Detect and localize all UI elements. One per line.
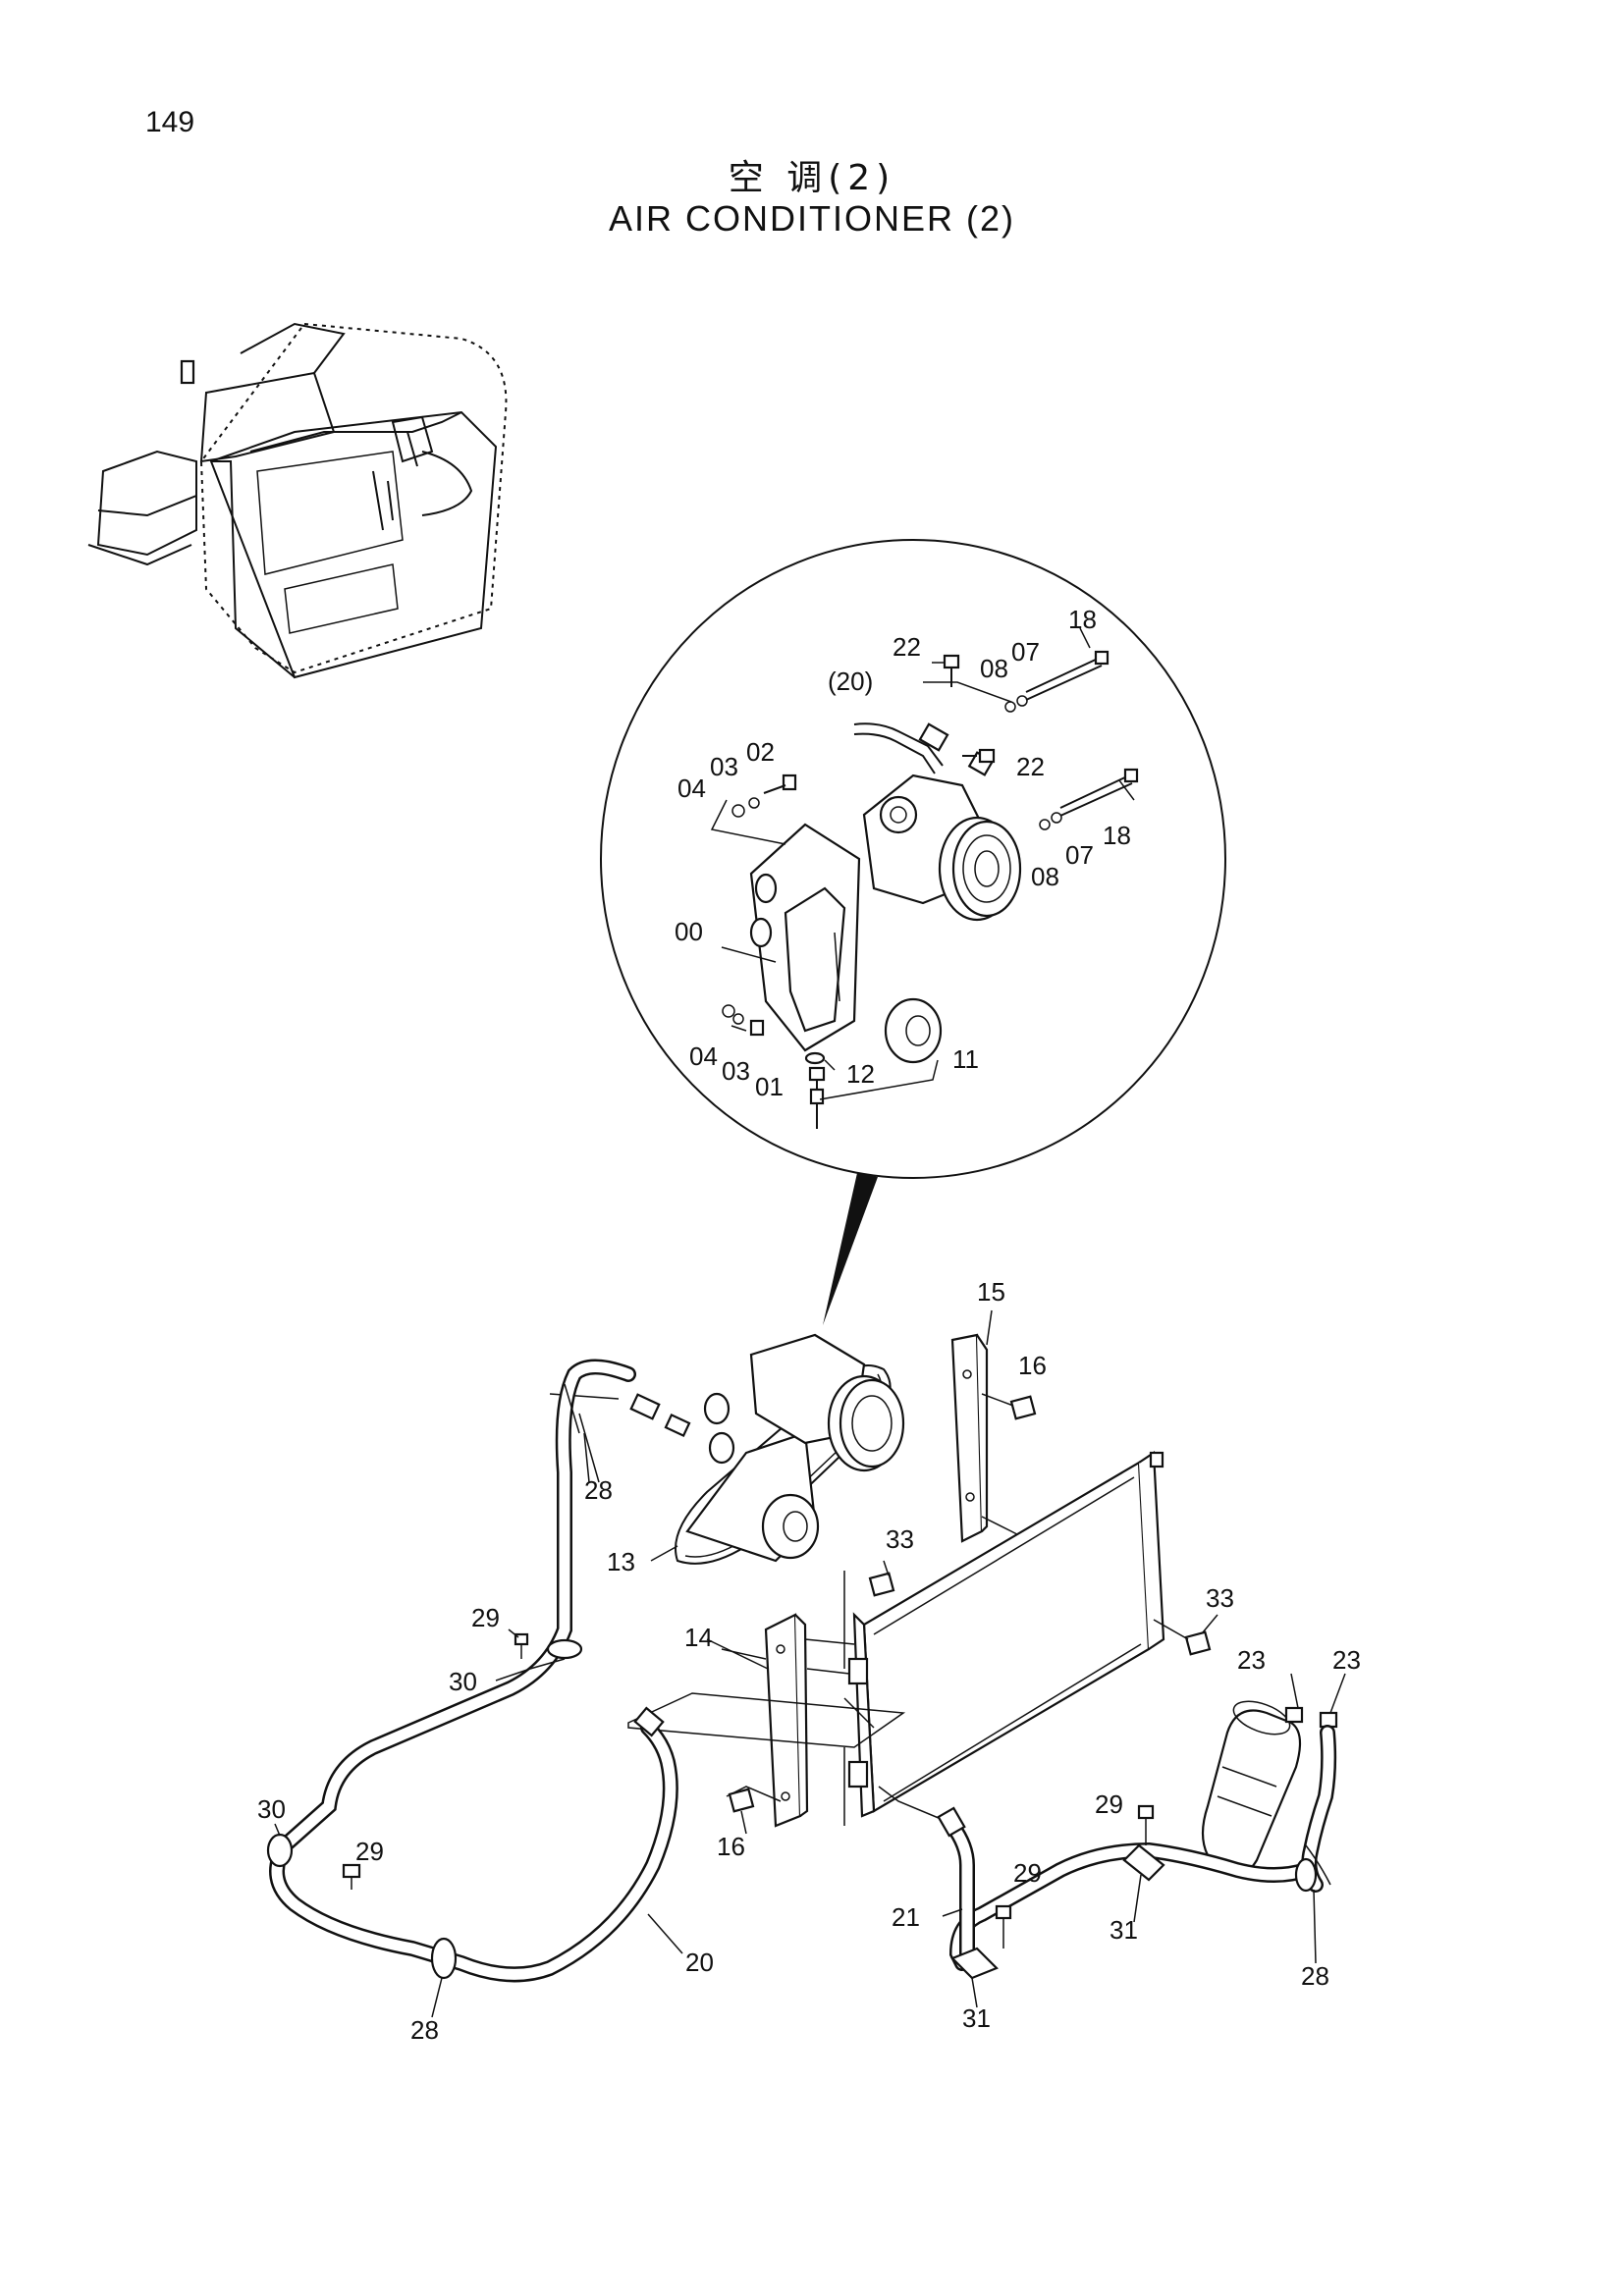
- title-english: AIR CONDITIONER (2): [608, 198, 1015, 239]
- bracket-15: [950, 1333, 1145, 1601]
- callout-29: 29: [355, 1837, 384, 1866]
- callout-20-ref: (20): [828, 667, 873, 696]
- callout-02: 02: [746, 737, 775, 767]
- compressor-belt-assembly: [549, 1333, 905, 1565]
- callout-21: 21: [892, 1902, 920, 1932]
- excavator-overview-illustration: [87, 322, 508, 679]
- callout-04: 04: [689, 1041, 718, 1071]
- callout-22: 22: [1016, 752, 1045, 781]
- condenser: [843, 1451, 1212, 1826]
- callout-12: 12: [846, 1059, 875, 1089]
- callout-08: 08: [1031, 862, 1059, 891]
- callout-31: 31: [1110, 1915, 1138, 1945]
- callout-03: 03: [722, 1056, 750, 1086]
- callout-00: 00: [675, 917, 703, 946]
- callout-07: 07: [1011, 637, 1040, 667]
- callout-28: 28: [1301, 1961, 1329, 1991]
- callout-13: 13: [607, 1547, 635, 1576]
- callout-29: 29: [471, 1603, 500, 1632]
- callout-33: 33: [886, 1524, 914, 1554]
- callout-23: 23: [1332, 1645, 1361, 1675]
- title-chinese: 空 调(2): [728, 158, 896, 198]
- callout-30: 30: [449, 1667, 477, 1696]
- page-number: 149: [145, 106, 195, 138]
- callout-11: 11: [952, 1044, 979, 1074]
- callout-29: 29: [1013, 1858, 1042, 1888]
- callout-14: 14: [684, 1623, 713, 1652]
- callout-18: 18: [1103, 821, 1131, 850]
- callout-22: 22: [893, 632, 921, 662]
- callout-03: 03: [710, 752, 738, 781]
- callout-23: 23: [1237, 1645, 1266, 1675]
- callout-30: 30: [257, 1794, 286, 1824]
- callout-labels: 18 22 08 07 (20) 02 03 04 22 18 07 08 00…: [257, 605, 1361, 2045]
- hose-20: [266, 1359, 678, 1983]
- callout-15: 15: [977, 1277, 1005, 1307]
- callout-28: 28: [410, 2015, 439, 2045]
- callout-31: 31: [962, 2003, 991, 2033]
- callout-29: 29: [1095, 1789, 1123, 1819]
- receiver-drier-and-hose-21: [937, 1700, 1338, 1980]
- callout-01: 01: [755, 1072, 784, 1101]
- callout-07: 07: [1065, 840, 1094, 870]
- callout-08: 08: [980, 654, 1008, 683]
- callout-16: 16: [717, 1832, 745, 1861]
- compressor-detail-view: [600, 539, 1226, 1325]
- callout-04: 04: [677, 774, 706, 803]
- bracket-14: [627, 1613, 958, 1828]
- callout-33: 33: [1206, 1583, 1234, 1613]
- leader-lines: [274, 1309, 1346, 2018]
- callout-16: 16: [1018, 1351, 1047, 1380]
- callout-18: 18: [1068, 605, 1097, 634]
- callout-20: 20: [685, 1948, 714, 1977]
